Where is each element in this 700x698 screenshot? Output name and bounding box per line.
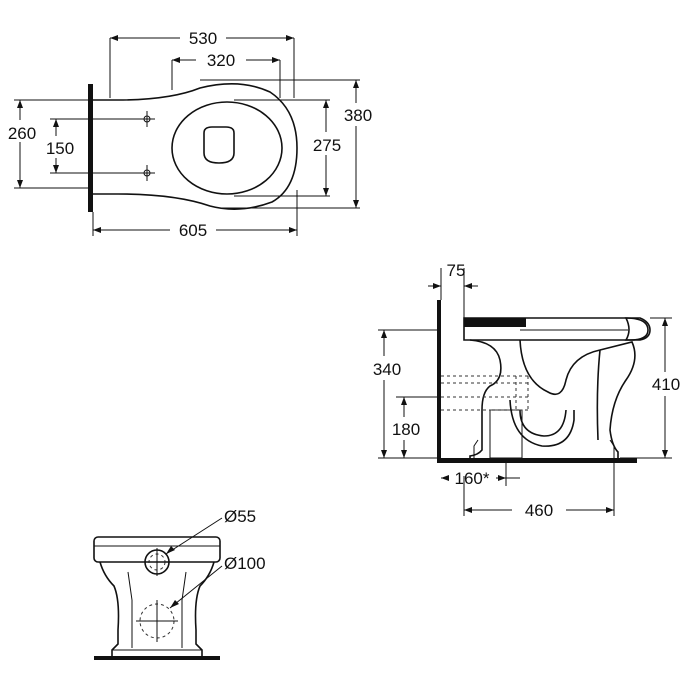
- dim-diameter-55-label: Ø55: [224, 507, 256, 526]
- side-view: 75 340 180 410: [373, 261, 680, 520]
- dim-150-label: 150: [46, 139, 74, 158]
- side-view-hidden-outlet: [441, 375, 529, 411]
- side-view-pan-body: [469, 339, 636, 458]
- dim-275: 275: [234, 99, 341, 197]
- front-view-inlet: [143, 548, 171, 576]
- dim-320: 320: [171, 51, 281, 98]
- dim-diameter-100-label: Ø100: [224, 554, 266, 573]
- dim-410: 410: [620, 317, 680, 459]
- dim-160-label: 160*: [455, 469, 490, 488]
- top-view-fixing-hole-bottom: [139, 165, 155, 181]
- dim-340: 340: [373, 329, 437, 459]
- side-view-seat-front: [624, 317, 651, 341]
- dim-75-label: 75: [447, 261, 466, 280]
- dim-530-label: 530: [189, 29, 217, 48]
- dim-340-label: 340: [373, 360, 401, 379]
- dim-160: 160*: [441, 458, 520, 488]
- top-view-rim: [171, 101, 283, 195]
- front-view: Ø55 Ø100: [93, 507, 266, 660]
- dim-605-label: 605: [179, 221, 207, 240]
- front-view-outlet: [136, 600, 178, 642]
- dim-530: 530: [109, 29, 295, 98]
- side-view-foot: [473, 439, 615, 458]
- top-view-wall: [88, 84, 93, 212]
- dim-180-label: 180: [392, 420, 420, 439]
- dim-460: 460: [463, 463, 615, 520]
- dim-260: 260: [8, 99, 88, 189]
- dim-75: 75: [428, 261, 478, 318]
- dim-380: 380: [200, 79, 372, 209]
- dim-150: 150: [46, 118, 140, 174]
- dim-diameter-55: Ø55: [165, 507, 256, 555]
- top-view-bowl-outline: [93, 83, 298, 210]
- side-view-wall: [437, 300, 441, 462]
- dim-275-label: 275: [313, 136, 341, 155]
- dim-460-label: 460: [525, 501, 553, 520]
- dim-605: 605: [92, 190, 298, 240]
- dim-320-label: 320: [207, 51, 235, 70]
- top-view-fixing-hole-top: [139, 111, 155, 127]
- top-view-inner-bowl: [203, 126, 235, 164]
- side-view-seat-lid: [464, 318, 526, 327]
- side-view-outlet-spigot: [489, 409, 523, 459]
- dim-260-label: 260: [8, 124, 36, 143]
- front-view-pan-body: [99, 561, 215, 656]
- side-view-trap: [509, 399, 575, 447]
- dim-380-label: 380: [344, 106, 372, 125]
- dim-410-label: 410: [652, 375, 680, 394]
- dim-diameter-100: Ø100: [169, 554, 266, 609]
- front-view-floor: [94, 656, 220, 660]
- dim-180: 180: [392, 396, 437, 458]
- front-view-inner-body: [112, 571, 202, 651]
- side-view-floor: [437, 458, 637, 463]
- top-view: 530 320 380: [8, 29, 372, 240]
